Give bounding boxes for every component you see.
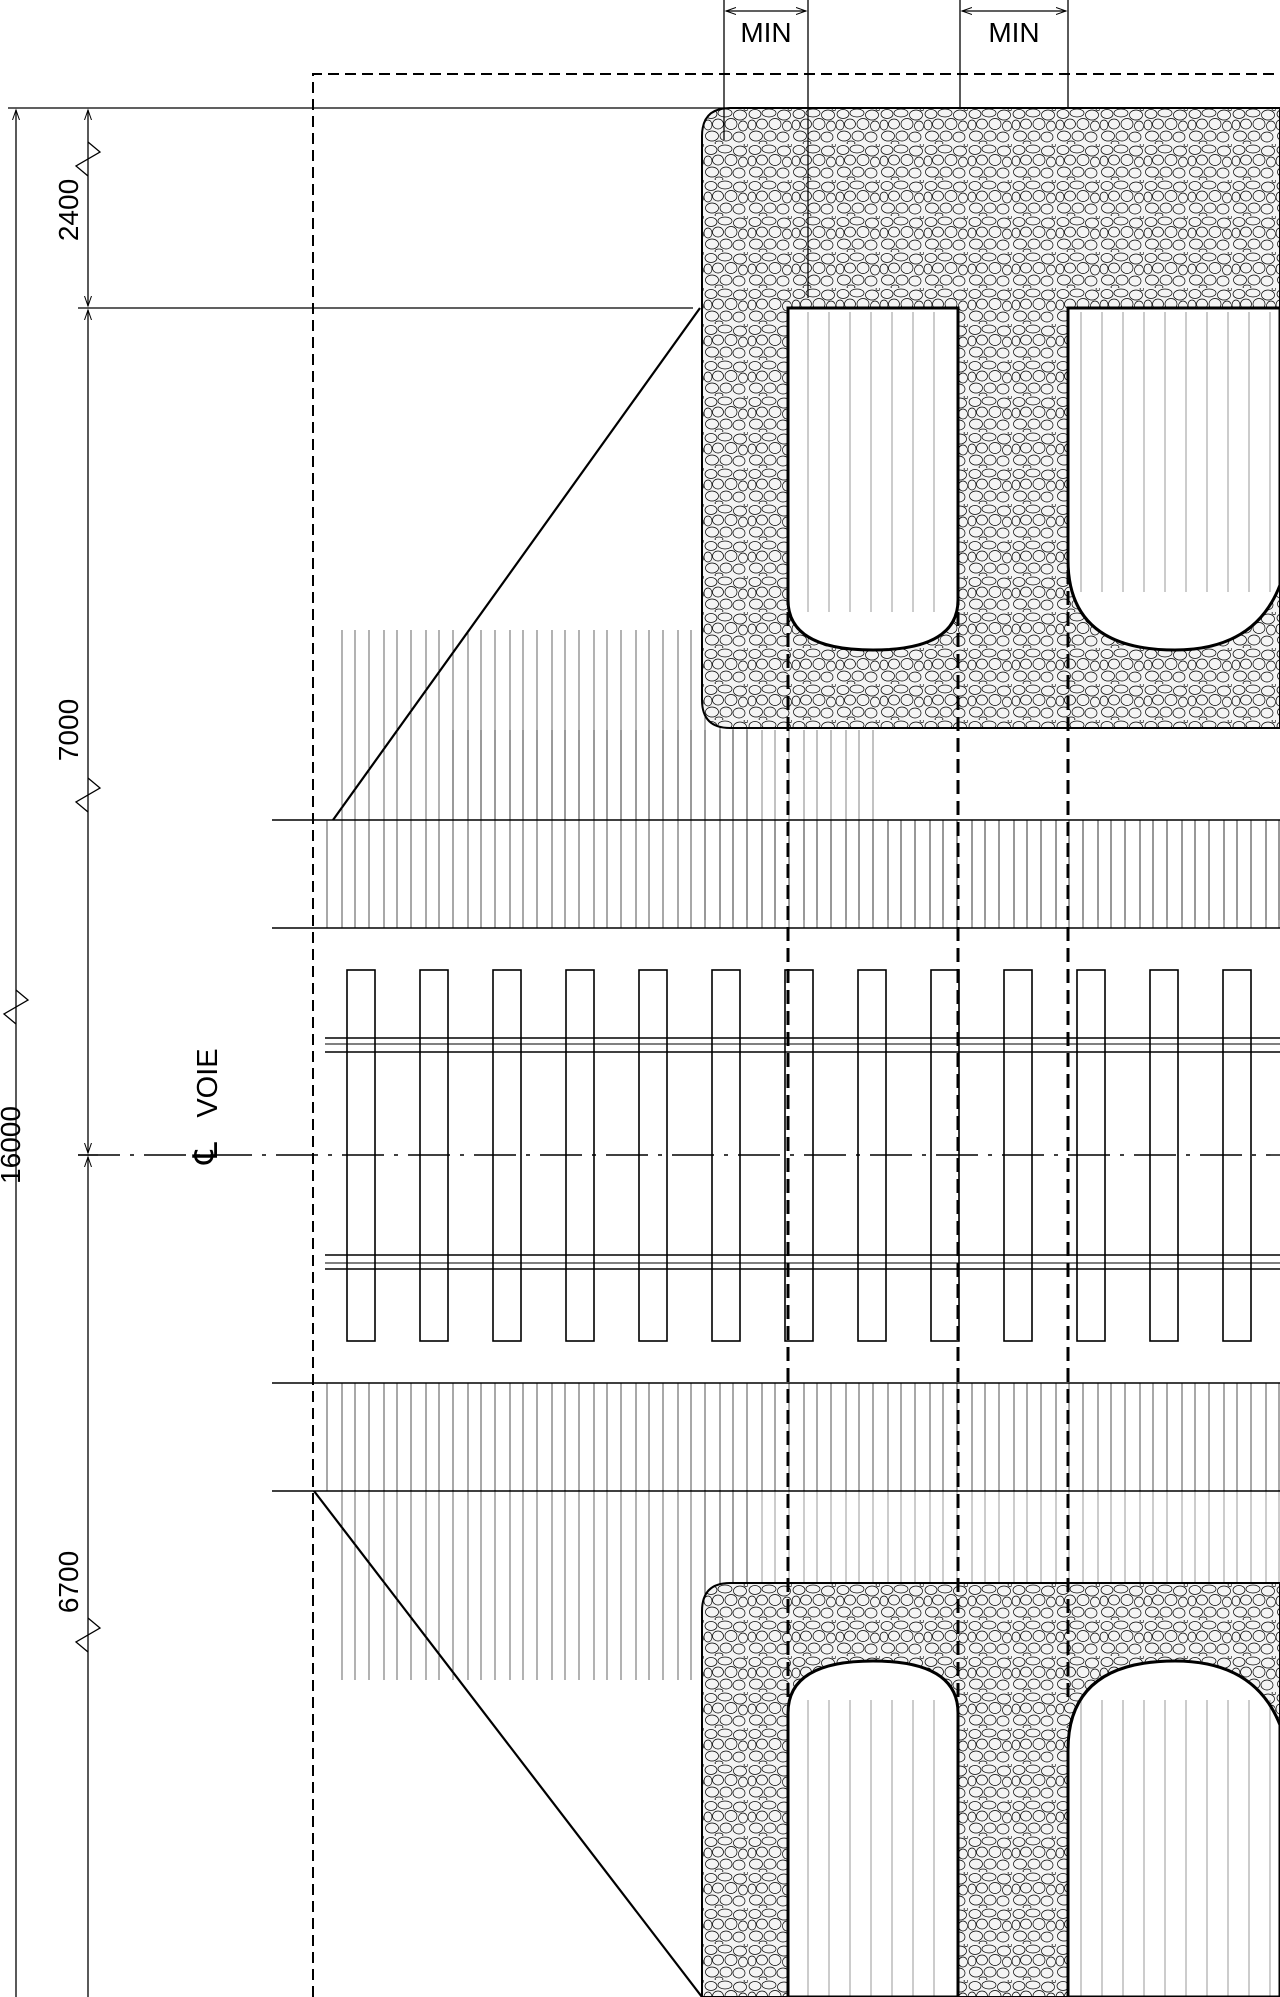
- lower-slope-line: [313, 1490, 703, 1997]
- dashed-limits: [312, 73, 1280, 1997]
- upper-stone-block: [701, 107, 1280, 729]
- centerline-symbol: ℄: [187, 1142, 225, 1165]
- upper-slope-line: [332, 307, 701, 821]
- dimension-label-6700: 6700: [53, 1551, 84, 1613]
- rails: [325, 1037, 1280, 1270]
- dimension-label-7000: 7000: [53, 699, 84, 761]
- min-dimension-2: MIN: [962, 11, 1066, 48]
- dimension-label-overall: 16000: [0, 1106, 26, 1184]
- min-label-1: MIN: [740, 17, 791, 48]
- min-dimension-1: MIN: [726, 11, 806, 48]
- min-label-2: MIN: [988, 17, 1039, 48]
- vegetation-lines-lower: [330, 1490, 1280, 1680]
- ballast-band-lower: [272, 1382, 1280, 1492]
- centerline-label: ℄ VOIE: [187, 1048, 225, 1165]
- centerline-voie-label: VOIE: [192, 1048, 224, 1117]
- ballast-band-upper: [272, 819, 1280, 929]
- vertical-dimension-chain: [2, 110, 102, 1997]
- dimension-label-2400: 2400: [53, 179, 84, 241]
- lower-stone-block: [701, 1582, 1280, 1997]
- extension-lines: [8, 0, 1069, 309]
